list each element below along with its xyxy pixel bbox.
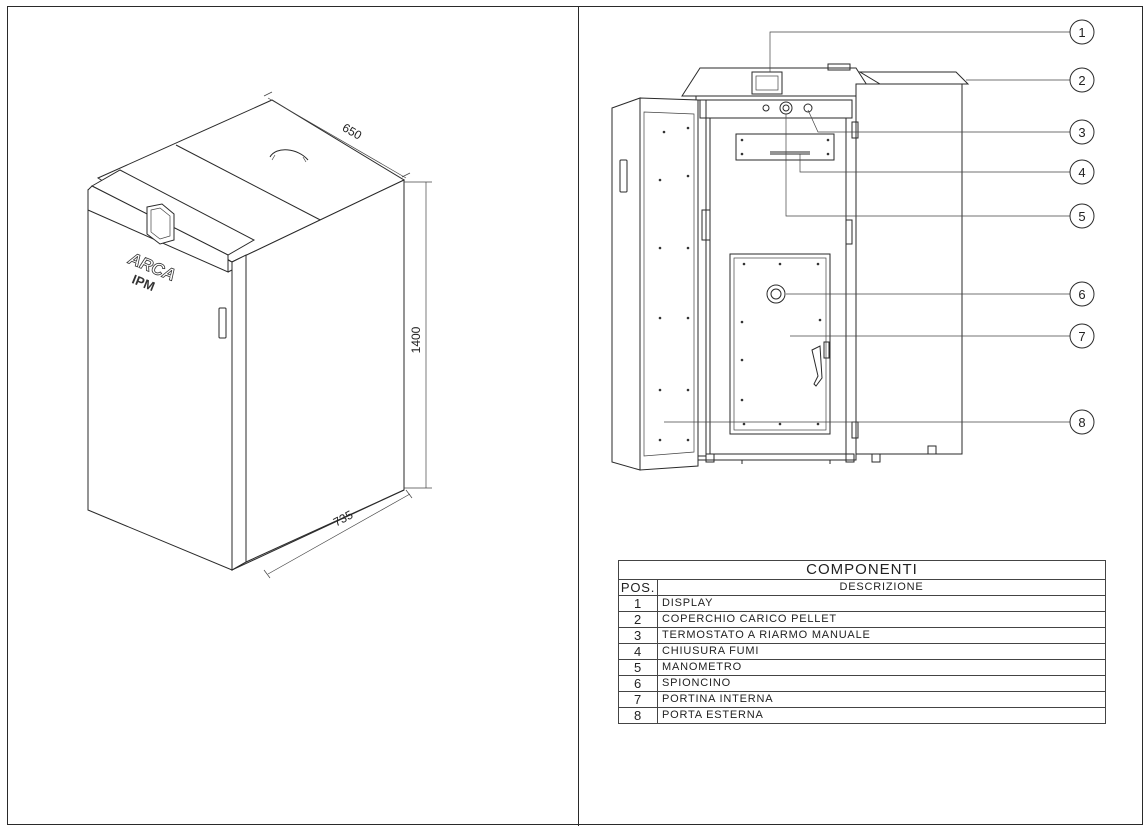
row-description: COPERCHIO CARICO PELLET: [657, 611, 1106, 628]
row-description: SPIONCINO: [657, 675, 1106, 692]
smoke-closure-plate: [735, 133, 835, 161]
lid-handle: [269, 149, 309, 161]
header-pos: POS.: [618, 579, 658, 596]
callout-6: 6: [1069, 281, 1095, 307]
callout-4: 4: [1069, 159, 1095, 185]
row-pos: 5: [618, 659, 658, 676]
row-pos: 6: [618, 675, 658, 692]
svg-text:7: 7: [1078, 329, 1085, 344]
table-title: COMPONENTI: [618, 560, 1106, 580]
inner-door-handle: [811, 345, 823, 387]
manometer: [803, 103, 813, 113]
row-pos: 4: [618, 643, 658, 660]
boiler-open-view: [611, 63, 970, 471]
table-header-row: POS. DESCRIZIONE: [618, 579, 1106, 596]
row-description: PORTINA INTERNA: [657, 691, 1106, 708]
dim-height-label: 1400: [409, 326, 423, 353]
sheet-border: [7, 6, 1143, 825]
table-title-row: COMPONENTI: [618, 560, 1106, 580]
svg-text:5: 5: [1078, 209, 1085, 224]
header-description: DESCRIZIONE: [657, 579, 1106, 596]
row-pos: 7: [618, 691, 658, 708]
row-description: CHIUSURA FUMI: [657, 643, 1106, 660]
outer-door: [611, 97, 641, 471]
row-description: TERMOSTATO A RIARMO MANUALE: [657, 627, 1106, 644]
callout-2: 2: [1069, 67, 1095, 93]
peephole: [766, 284, 786, 304]
row-pos: 2: [618, 611, 658, 628]
callout-leaders: [664, 31, 1070, 423]
row-pos: 1: [618, 595, 658, 612]
outer-door-handle: [619, 159, 628, 193]
dimension-height: 1400: [404, 181, 432, 489]
svg-text:8: 8: [1078, 415, 1085, 430]
callout-7: 7: [1069, 323, 1095, 349]
boiler-exterior-view: [87, 99, 406, 571]
svg-text:3: 3: [1078, 125, 1085, 140]
callout-8: 8: [1069, 409, 1095, 435]
row-description: PORTA ESTERNA: [657, 707, 1106, 724]
row-pos: 8: [618, 707, 658, 724]
svg-text:2: 2: [1078, 73, 1085, 88]
callout-balloons: 1 2 3 4 5 6 7 8: [1069, 19, 1095, 435]
svg-text:1: 1: [1078, 25, 1085, 40]
dim-depth-label: 650: [340, 120, 365, 142]
svg-text:4: 4: [1078, 165, 1085, 180]
row-pos: 3: [618, 627, 658, 644]
inner-door: [729, 253, 831, 435]
callout-1: 1: [1069, 19, 1095, 45]
row-description: DISPLAY: [657, 595, 1106, 612]
callout-3: 3: [1069, 119, 1095, 145]
side-handle: [218, 307, 227, 339]
display-open-view: [751, 71, 783, 95]
callout-5: 5: [1069, 203, 1095, 229]
svg-text:6: 6: [1078, 287, 1085, 302]
row-description: MANOMETRO: [657, 659, 1106, 676]
